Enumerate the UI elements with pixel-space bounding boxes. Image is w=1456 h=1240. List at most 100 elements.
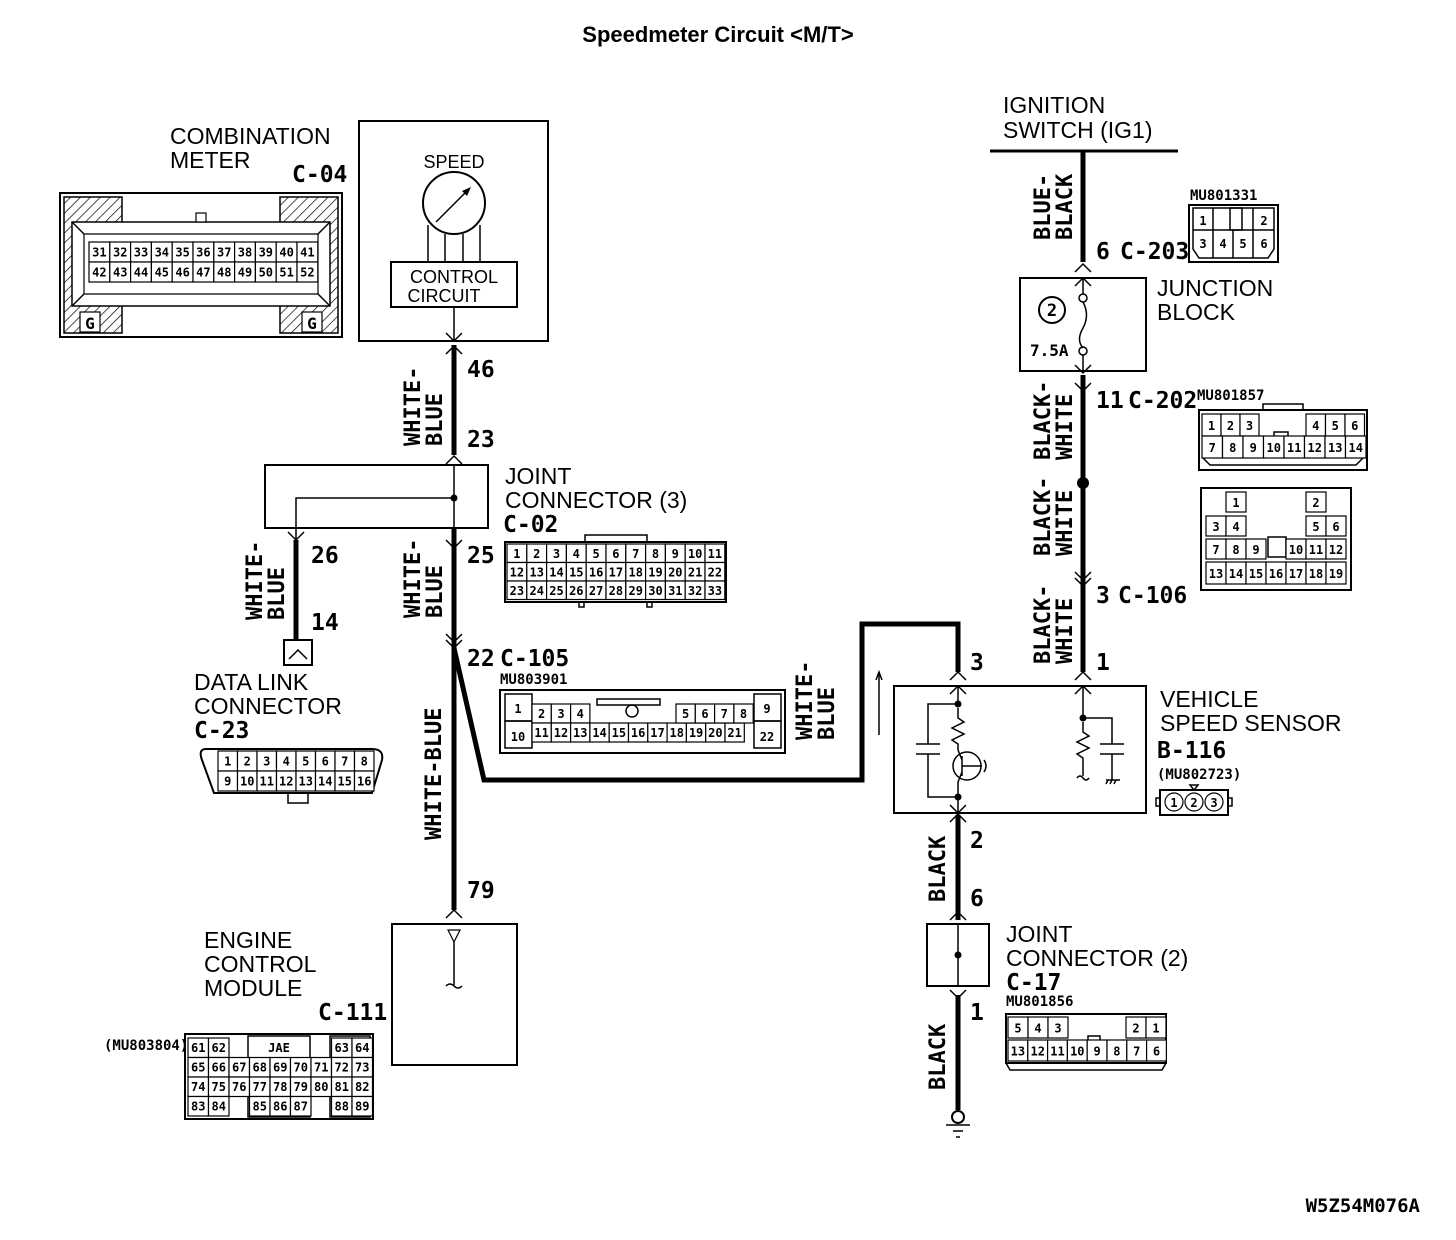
- c02-pin-19: 19: [648, 565, 662, 579]
- c106-pin-3: 3: [1212, 520, 1219, 534]
- c203-part-number: MU801331: [1190, 188, 1257, 204]
- c17-pin-9: 9: [1093, 1045, 1100, 1059]
- c203-pin-4: 4: [1219, 237, 1226, 251]
- c105-pin-22: 22: [760, 730, 774, 744]
- wire-label-meter-jc3-1: WHITE-: [401, 367, 426, 446]
- c17-pin-3: 3: [1054, 1022, 1061, 1036]
- c02-pin-12: 12: [510, 565, 524, 579]
- c04-pin-42: 42: [92, 266, 106, 280]
- c02-pin-5: 5: [592, 547, 599, 561]
- wire-label-c105-vss-1: WHITE-: [793, 661, 818, 740]
- c105-pin-17: 17: [650, 726, 664, 740]
- c111-pin-87: 87: [294, 1100, 308, 1114]
- c04-mark-left: G: [85, 314, 95, 333]
- c23-pin-14: 14: [318, 775, 332, 789]
- c17-pin-7: 7: [1133, 1045, 1140, 1059]
- c111-pin-70: 70: [294, 1061, 308, 1075]
- c202-pin-14: 14: [1349, 441, 1363, 455]
- jc3-name-line1: JOINT: [505, 463, 571, 489]
- figure-code: W5Z54M076A: [1306, 1195, 1421, 1217]
- ecm-name-line3: MODULE: [204, 975, 302, 1001]
- c203-pin-2: 2: [1260, 214, 1267, 228]
- ignition-switch-line1: IGNITION: [1003, 92, 1105, 118]
- c202-pin-11: 11: [1287, 441, 1301, 455]
- vss-part-number: (MU802723): [1157, 767, 1241, 783]
- wire-label-ig-jb-1: BLUE-: [1031, 174, 1056, 240]
- control-circuit-line2: CIRCUIT: [408, 286, 481, 306]
- c111-pin-76: 76: [232, 1080, 246, 1094]
- c202-pin-4: 4: [1312, 419, 1319, 433]
- c106-pin-17: 17: [1289, 567, 1303, 581]
- c04-pin-49: 49: [238, 266, 252, 280]
- c111-pin-65: 65: [191, 1061, 205, 1075]
- c04-pin-39: 39: [259, 246, 273, 260]
- c111-pin-78: 78: [273, 1080, 287, 1094]
- wire-label-c105-vss-2: BLUE: [815, 687, 840, 740]
- c111-pin-81: 81: [335, 1080, 349, 1094]
- pin-jc3-26: 26: [311, 543, 339, 569]
- c202-pin-1: 1: [1208, 419, 1215, 433]
- c02-pin-18: 18: [628, 565, 642, 579]
- c17-pin-10: 10: [1070, 1045, 1084, 1059]
- wire-c105-to-vss: [451, 621, 961, 783]
- c106-pin-2: 2: [1312, 496, 1319, 510]
- c02-pin-26: 26: [569, 584, 583, 598]
- c23-pin-7: 7: [341, 755, 348, 769]
- c04-pin-33: 33: [134, 246, 148, 260]
- wire-label-c105-ecm: WHITE-BLUE: [422, 708, 447, 840]
- c203-pin-1: 1: [1199, 214, 1206, 228]
- c23-pin-10: 10: [240, 775, 254, 789]
- connector-face-c203: 1 2 3 4 5 6: [1188, 204, 1279, 263]
- c17-pin-11: 11: [1050, 1045, 1064, 1059]
- b116-pin-cell: [1204, 792, 1224, 812]
- c23-pin-1: 1: [224, 755, 231, 769]
- wire-label-c106-vss-2: WHITE: [1053, 598, 1078, 664]
- c02-pin-11: 11: [708, 547, 722, 561]
- c202-pin-cell: [1344, 435, 1367, 459]
- c111-pin-86: 86: [273, 1100, 287, 1114]
- c105-pin-12: 12: [554, 726, 568, 740]
- c02-pin-33: 33: [708, 584, 722, 598]
- c02-pin-cell: [704, 580, 726, 601]
- pin-c203-6: 6: [1096, 239, 1110, 265]
- c105-pin-6: 6: [701, 707, 708, 721]
- c04-pin-cell: [296, 261, 319, 283]
- pin-vss-3: 3: [970, 650, 984, 676]
- wire-label-jc3-dlc-2: BLUE: [265, 567, 290, 620]
- c106-pin-cell: [1325, 538, 1347, 560]
- control-circuit-line1: CONTROL: [410, 267, 498, 287]
- c17-pin-5: 5: [1014, 1022, 1021, 1036]
- wire-label-ig-jb-2: BLACK: [1053, 173, 1078, 240]
- c105-connector-id: C-105: [500, 646, 569, 672]
- c106-pin-cell: [1245, 538, 1267, 560]
- c202-pin-7: 7: [1209, 441, 1216, 455]
- dlc-connector-id: C-23: [194, 718, 249, 744]
- diagram-title: Speedmeter Circuit <M/T>: [582, 22, 853, 47]
- data-link-connector: DATA LINK CONNECTOR C-23: [194, 669, 342, 744]
- c02-pin-4: 4: [573, 547, 580, 561]
- c04-pin-38: 38: [238, 246, 252, 260]
- c105-pin-cell: [733, 703, 754, 724]
- fuse-icon: [1078, 301, 1088, 349]
- c105-pin-10: 10: [511, 730, 525, 744]
- ignition-switch-line2: SWITCH (IG1): [1003, 117, 1153, 143]
- c02-pin-25: 25: [549, 584, 563, 598]
- wire-label-splice-c106-1: BLACK-: [1031, 477, 1056, 556]
- c02-pin-9: 9: [672, 547, 679, 561]
- vss-connector-id: B-116: [1157, 738, 1226, 764]
- junction-block-line2: BLOCK: [1157, 299, 1236, 325]
- c111-pin-71: 71: [314, 1061, 328, 1075]
- c23-pin-3: 3: [263, 755, 270, 769]
- c02-pin-31: 31: [668, 584, 682, 598]
- c02-pin-29: 29: [628, 584, 642, 598]
- c17-pin-cell: [1145, 1016, 1167, 1039]
- c111-pin-89: 89: [355, 1100, 369, 1114]
- c106-pin-9: 9: [1252, 543, 1259, 557]
- pin-vss-2: 2: [970, 828, 984, 854]
- c02-pin-28: 28: [609, 584, 623, 598]
- jc2-part-number: MU801856: [1006, 994, 1073, 1010]
- c23-pin-15: 15: [338, 775, 352, 789]
- fuse-rating: 7.5A: [1030, 341, 1069, 360]
